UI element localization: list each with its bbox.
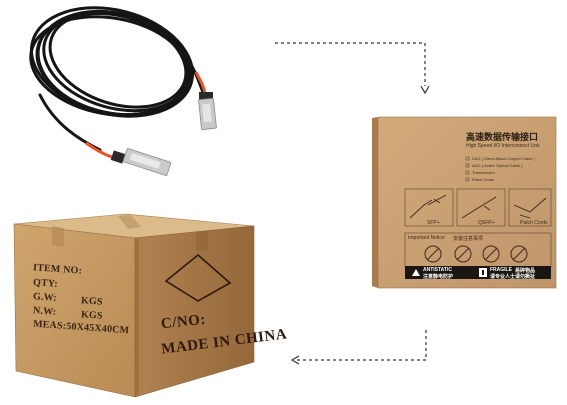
carton-gw-unit: KGS — [80, 295, 104, 308]
shipping-carton — [13, 213, 255, 398]
carton-nw-unit: KGS — [80, 309, 104, 322]
dashed-arrow-down-left-icon — [296, 330, 427, 361]
retail-box-title-en: High Speed I/O Interconnect Link — [466, 143, 540, 149]
retail-box-option-patch-cords: Patch Cords — [472, 177, 495, 182]
sfp-cable-coil — [29, 6, 217, 176]
dashed-arrow-right-down-icon — [275, 42, 426, 86]
diamond-outline-icon — [164, 253, 232, 302]
retail-box-option-dac: DAC ( Direct Attach Copper Cable ) — [472, 156, 535, 161]
retail-box-product-sfp: SFP+ — [427, 220, 440, 226]
retail-box-fragile-cn1: 易碎物品 — [515, 268, 536, 274]
retail-box-notice-en: Important Notice — [408, 235, 445, 241]
carton-gw: G.W: — [32, 291, 58, 304]
carton-nw: N.W: — [32, 305, 57, 318]
sfp-connector-lower — [85, 141, 172, 176]
sfp-connector-upper — [194, 71, 217, 130]
retail-box — [372, 116, 557, 289]
retail-box-antistatic: ANTISTATIC — [423, 267, 452, 273]
retail-box-antistatic-cn: 注意静电防护 — [423, 274, 454, 280]
retail-box-product-patch-cords: Patch Cords — [520, 220, 548, 226]
retail-box-fragile: FRAGILE — [490, 267, 512, 273]
retail-box-notice-cn: 安装注意事项 — [453, 236, 484, 242]
retail-box-title-cn: 高速数据传输接口 — [466, 132, 539, 142]
retail-box-option-transceivers: Transceivers — [472, 170, 495, 175]
carton-qty: QTY: — [32, 277, 59, 290]
retail-box-fragile-cn2: 请专业人士请勿撕扯 — [490, 274, 536, 280]
retail-box-product-qsfp: QSFP+ — [478, 220, 495, 226]
retail-box-option-aoc: AOC ( Active Optical Cable ) — [472, 163, 523, 168]
